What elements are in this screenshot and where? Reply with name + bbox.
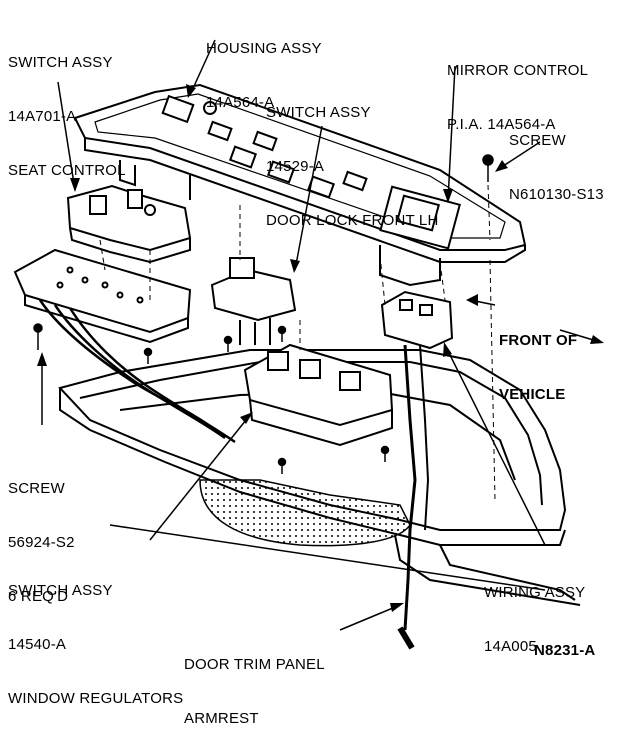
callout-line: MIRROR CONTROL	[447, 62, 589, 79]
callout-line: 14A564-A	[206, 94, 275, 111]
figure-code: N8231-A	[534, 642, 596, 659]
wiring-connector	[380, 290, 454, 650]
callout-line: 14A005	[484, 638, 537, 655]
callout-line: FRONT OF	[499, 332, 578, 349]
callout-line: SCREW	[509, 132, 566, 149]
callout-housing-assembly: HOUSING ASSY 14A564-A	[206, 4, 322, 130]
housing-assembly	[73, 83, 527, 287]
callout-line: SCREW	[8, 480, 65, 497]
callout-line: 14A701-A	[8, 108, 77, 125]
callout-line: SWITCH ASSY	[266, 104, 371, 121]
door-lock-switch	[210, 257, 297, 345]
callout-mirror-control: MIRROR CONTROL P.I.A. 14A564-A	[447, 26, 588, 152]
wire-harness	[38, 299, 236, 444]
callout-front-of-vehicle: FRONT OF VEHICLE	[499, 296, 577, 422]
alignment-lines	[99, 184, 496, 501]
callout-line: DOOR TRIM PANEL	[184, 656, 325, 673]
callout-line: WIRING ASSY	[484, 584, 586, 601]
callout-seat-control-switch: SWITCH ASSY 14A701-A SEAT CONTROL	[8, 18, 126, 198]
callout-line: SEAT CONTROL	[8, 162, 126, 179]
callout-line: SWITCH ASSY	[8, 582, 113, 599]
arrowheads	[37, 84, 604, 612]
window-regulator-switch	[243, 343, 394, 447]
callout-line: DOOR LOCK FRONT LH	[266, 212, 439, 229]
armrest-panel	[58, 349, 581, 606]
callout-wiring-assembly: WIRING ASSY 14A005	[484, 548, 585, 674]
callout-screw-left: SCREW 56924-S2 6 REQ'D	[8, 444, 75, 624]
callout-window-regulator-switch: SWITCH ASSY 14540-A WINDOW REGULATORS	[8, 546, 183, 726]
callout-line: WINDOW REGULATORS	[8, 690, 184, 707]
callout-line: N610130-S13	[509, 186, 604, 203]
callout-screw-top: SCREW N610130-S13	[509, 96, 604, 222]
callout-line: 56924-S2	[8, 534, 75, 551]
diagram-stage: SWITCH ASSY 14A701-A SEAT CONTROL HOUSIN…	[8, 4, 604, 727]
seat-switch-plate	[13, 248, 192, 344]
callout-line: 14529-A	[266, 158, 325, 175]
callout-line: 14540-A	[8, 636, 67, 653]
callout-line: HOUSING ASSY	[206, 40, 322, 57]
exploded-view-drawing	[13, 39, 604, 650]
armrest-bezel-stipple	[199, 479, 411, 547]
seat-control-switch	[66, 184, 192, 264]
callout-line: 6 REQ'D	[8, 588, 69, 605]
callout-line: SWITCH ASSY	[8, 54, 113, 71]
callout-door-trim-panel: DOOR TRIM PANEL ARMREST	[184, 620, 325, 746]
callout-door-lock-switch: SWITCH ASSY 14529-A DOOR LOCK FRONT LH	[266, 68, 439, 248]
callout-line: ARMREST	[184, 710, 259, 727]
callout-line: VEHICLE	[499, 386, 566, 403]
screws	[33, 154, 494, 474]
callout-line: P.I.A. 14A564-A	[447, 116, 556, 133]
